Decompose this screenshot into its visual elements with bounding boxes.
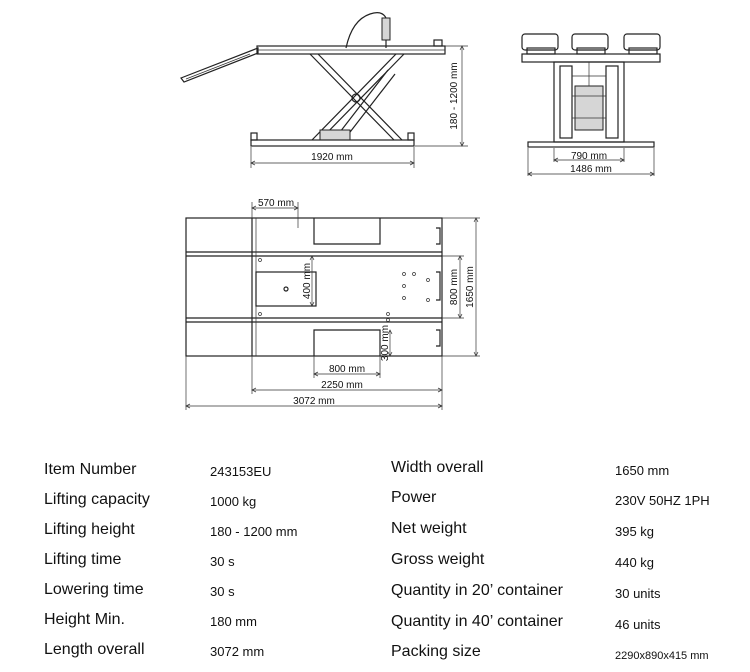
spec-value-height-min: 180 mm	[210, 614, 257, 629]
dim-top-3072: 3072 mm	[293, 396, 335, 407]
dim-top-1650: 1650 mm	[465, 266, 476, 308]
front-view: 790 mm 1486 mm	[521, 33, 661, 177]
spec-label-height-min: Height Min.	[44, 611, 125, 628]
spec-label-lowering-time: Lowering time	[44, 581, 144, 598]
dim-side-height: 180 - 1200 mm	[449, 62, 460, 129]
spec-label-lifting-height: Lifting height	[44, 521, 135, 538]
spec-value-lifting-height: 180 - 1200 mm	[210, 524, 298, 539]
spec-label-packing-size: Packing size	[391, 643, 481, 660]
dim-top-300: 300 mm	[380, 325, 391, 361]
spec-value-width-overall: 1650 mm	[615, 463, 670, 478]
spec-label-gross-weight: Gross weight	[391, 551, 485, 568]
spec-value-qty-20-container: 30 units	[615, 586, 661, 601]
dim-front-outer: 1486 mm	[570, 164, 612, 175]
spec-label-width-overall: Width overall	[391, 459, 484, 476]
spec-label-item-number: Item Number	[44, 461, 137, 478]
spec-value-lowering-time: 30 s	[210, 584, 235, 599]
spec-value-net-weight: 395 kg	[615, 524, 655, 539]
spec-value-lifting-time: 30 s	[210, 554, 235, 569]
side-view: 180 - 1200 mm 1920 mm	[180, 12, 468, 168]
dim-top-800-horizontal: 800 mm	[329, 364, 365, 375]
dim-side-width: 1920 mm	[311, 152, 353, 163]
spec-label-qty-20-container: Quantity in 20’ container	[391, 582, 563, 599]
top-view: 570 mm 400 mm 800 mm 1650 mm 300 mm 800 …	[185, 198, 480, 410]
technical-drawings: 180 - 1200 mm 1920 mm	[180, 12, 661, 410]
spec-value-gross-weight: 440 kg	[615, 555, 655, 570]
spec-value-item-number: 243153EU	[210, 464, 272, 479]
spec-label-lifting-time: Lifting time	[44, 551, 122, 568]
spec-label-power: Power	[391, 489, 437, 506]
spec-value-power: 230V 50HZ 1PH	[615, 493, 710, 508]
dim-front-inner: 790 mm	[571, 151, 607, 162]
spec-value-lifting-capacity: 1000 kg	[210, 494, 257, 509]
spec-label-net-weight: Net weight	[391, 520, 467, 537]
spec-value-packing-size: 2290x890x415 mm	[615, 650, 709, 662]
dim-top-800-vertical: 800 mm	[449, 269, 460, 305]
spec-label-lifting-capacity: Lifting capacity	[44, 491, 150, 508]
spec-label-qty-40-container: Quantity in 40’ container	[391, 613, 563, 630]
dim-top-2250: 2250 mm	[321, 380, 363, 391]
dim-top-570: 570 mm	[258, 198, 294, 209]
spec-table: Item Number 243153EU Lifting capacity 10…	[0, 452, 750, 672]
dim-top-400: 400 mm	[302, 263, 313, 299]
spec-value-length-overall: 3072 mm	[210, 644, 265, 659]
spec-label-length-overall: Length overall	[44, 641, 145, 658]
spec-value-qty-40-container: 46 units	[615, 617, 661, 632]
